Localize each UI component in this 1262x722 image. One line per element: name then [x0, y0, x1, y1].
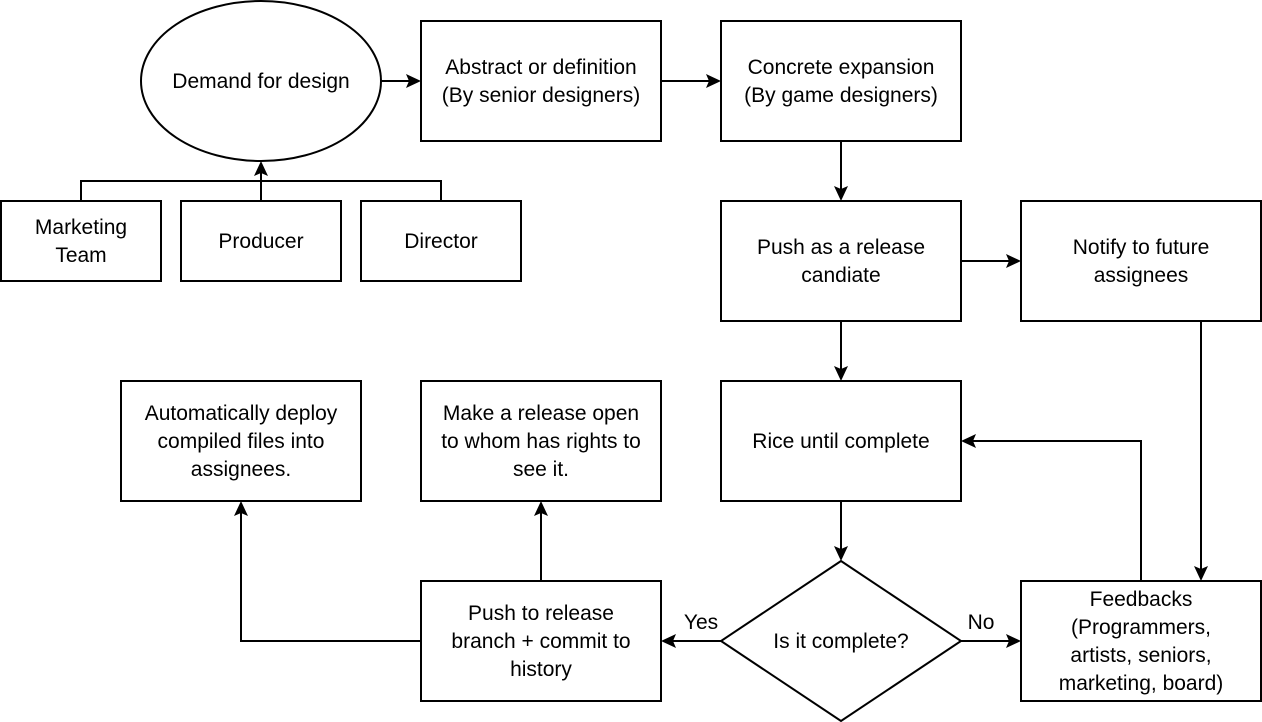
- edge-label-yes: Yes: [684, 611, 718, 634]
- arrowhead-icon: [961, 434, 976, 448]
- node-feedbacks-label: Feedbacks (Programmers, artists, seniors, m…: [1059, 588, 1224, 695]
- edge-sources-to-demand: [80, 173, 442, 201]
- label-line: Notify to future: [1073, 236, 1210, 259]
- arrowhead-icon: [406, 74, 421, 88]
- label-line: Producer: [218, 230, 303, 253]
- node-is-complete-shape: [719, 559, 963, 722]
- label-line: Team: [55, 244, 106, 267]
- label-line: Rice until complete: [752, 430, 929, 453]
- node-director-shape: [360, 200, 522, 282]
- node-rice-shape: [720, 380, 962, 502]
- node-abstract-shape: [420, 20, 662, 142]
- label-line: compiled files into: [158, 430, 325, 453]
- label-line: Feedbacks: [1090, 588, 1193, 611]
- label-line: Push as a release: [757, 236, 925, 259]
- label-line: branch + commit to: [451, 630, 630, 653]
- node-concrete-shape: [720, 20, 962, 142]
- arrowhead-icon: [234, 501, 248, 516]
- label-line: (By senior designers): [442, 84, 640, 107]
- labels: Demand for design Abstract or definition…: [35, 56, 1223, 695]
- node-push-branch-label: Push to release branch + commit to history: [451, 602, 630, 681]
- arrowhead-icon: [706, 74, 721, 88]
- label-line: (Programmers,: [1071, 616, 1211, 639]
- node-feedbacks-shape: [1020, 580, 1262, 702]
- arrowhead-icon: [1194, 566, 1208, 581]
- label-line: candiate: [801, 264, 880, 287]
- edge-feedbacks-to-rice: [973, 440, 1142, 581]
- arrowhead-icon: [1006, 254, 1021, 268]
- node-notify-shape: [1020, 200, 1262, 322]
- node-release-open-shape: [420, 380, 662, 502]
- label-line: Marketing: [35, 216, 127, 239]
- node-push-branch-shape: [420, 580, 662, 702]
- arrowhead-icon: [534, 501, 548, 516]
- arrowhead-icon: [834, 366, 848, 381]
- node-deploy-label: Automatically deploy compiled files into a…: [145, 402, 338, 481]
- arrowhead-icon: [1006, 634, 1021, 648]
- node-notify-label: Notify to future assignees: [1073, 236, 1210, 287]
- arrowhead-icon: [834, 186, 848, 201]
- label-line: artists, seniors,: [1070, 644, 1211, 667]
- label-line: Push to release: [468, 602, 614, 625]
- node-demand-label: Demand for design: [172, 70, 349, 93]
- arrowhead-icon: [834, 546, 848, 561]
- label-line: to whom has rights to: [441, 430, 641, 453]
- node-producer-label: Producer: [218, 230, 303, 253]
- label-line: Concrete expansion: [748, 56, 935, 79]
- label-line: see it.: [513, 458, 569, 481]
- node-producer-shape: [180, 200, 342, 282]
- node-director-label: Director: [404, 230, 478, 253]
- label-line: Automatically deploy: [145, 402, 338, 425]
- edge-label-no: No: [968, 611, 995, 634]
- node-demand-shape: [140, 0, 382, 162]
- label-line: Director: [404, 230, 478, 253]
- label-line: Is it complete?: [773, 630, 908, 653]
- label-line: assignees.: [191, 458, 291, 481]
- label-line: marketing, board): [1059, 672, 1224, 695]
- node-rice-label: Rice until complete: [752, 430, 929, 453]
- label-line: (By game designers): [744, 84, 938, 107]
- connectors: [80, 74, 1208, 648]
- label-line: Abstract or definition: [445, 56, 636, 79]
- label-line: Demand for design: [172, 70, 349, 93]
- node-is-complete-label: Is it complete?: [773, 630, 908, 653]
- arrowhead-icon: [254, 161, 268, 176]
- node-push-candidate-shape: [720, 200, 962, 322]
- node-concrete-label: Concrete expansion (By game designers): [744, 56, 938, 107]
- node-push-candidate-label: Push as a release candiate: [757, 236, 925, 287]
- node-release-open-label: Make a release open to whom has rights to…: [441, 402, 641, 481]
- node-deploy-shape: [120, 380, 362, 502]
- label-line: Make a release open: [443, 402, 639, 425]
- node-abstract-label: Abstract or definition (By senior designe…: [442, 56, 640, 107]
- label-line: assignees: [1094, 264, 1189, 287]
- arrowhead-icon: [661, 634, 676, 648]
- edge-push-branch-to-deploy: [240, 513, 421, 642]
- node-marketing-shape: [0, 200, 162, 282]
- label-line: history: [510, 658, 572, 681]
